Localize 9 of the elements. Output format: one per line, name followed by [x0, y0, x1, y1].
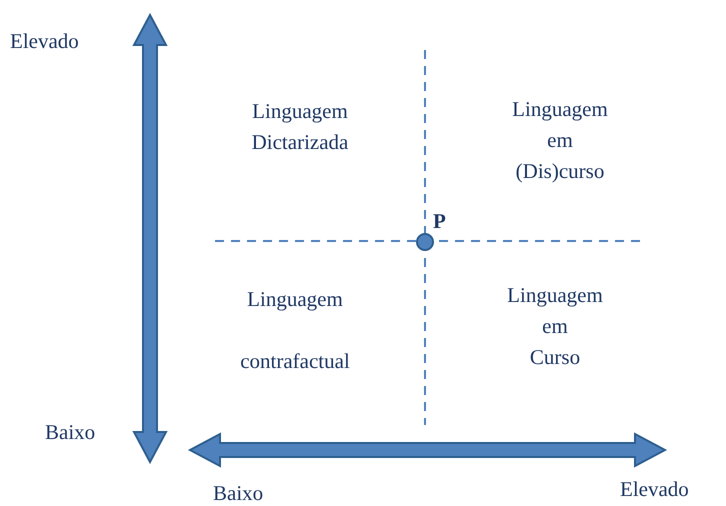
quadrant-label: Linguagem Dictarizada — [250, 98, 350, 156]
point-label: P — [433, 208, 447, 235]
quadrant-label: Linguagem em (Dis)curso — [511, 96, 609, 185]
axis-label: Baixo — [213, 480, 264, 506]
axis-label: Baixo — [45, 419, 96, 446]
axis-label: Elevado — [620, 476, 690, 503]
quadrant-label: Linguagem em Curso — [506, 282, 604, 371]
quadrant-label: Linguagem contrafactual — [239, 286, 351, 375]
axis-label: Elevado — [10, 28, 80, 55]
